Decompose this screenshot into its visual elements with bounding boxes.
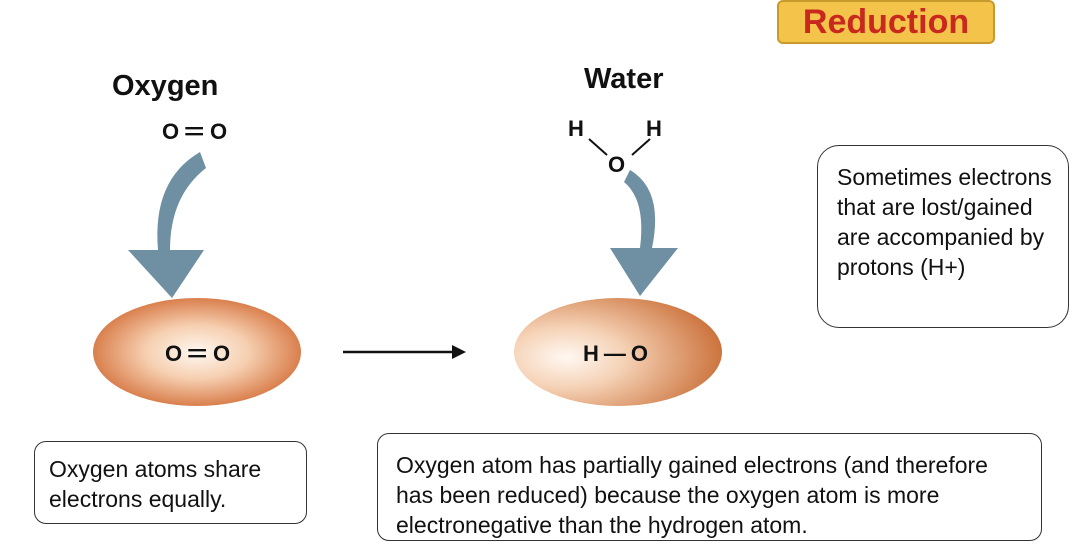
electron-proton-note: Sometimes electrons that are lost/gained… [817, 145, 1069, 328]
water-molecule-ellipse [514, 298, 722, 406]
bond-line-right [631, 138, 651, 156]
water-o-top: O [608, 152, 627, 177]
left-curved-arrow [128, 152, 206, 298]
reduction-label: Reduction [802, 2, 970, 41]
oxygen-molecule-ellipse [93, 298, 301, 406]
oxygen-formula-top: O=O [162, 119, 229, 144]
water-formula-ellipse: H—O [583, 341, 650, 366]
water-caption-box: Oxygen atom has partially gained electro… [377, 433, 1042, 541]
reaction-arrow [343, 345, 466, 359]
right-curved-arrow [610, 170, 678, 296]
oxygen-caption-box: Oxygen atoms share electrons equally. [34, 441, 307, 524]
reduction-badge: Reduction [777, 0, 995, 44]
bond-line-left [588, 138, 608, 156]
oxygen-title: Oxygen [112, 70, 219, 102]
water-h-left: H [568, 116, 585, 141]
water-h-right: H [646, 116, 663, 141]
water-title: Water [584, 63, 664, 95]
oxygen-formula-ellipse: O=O [165, 341, 232, 366]
